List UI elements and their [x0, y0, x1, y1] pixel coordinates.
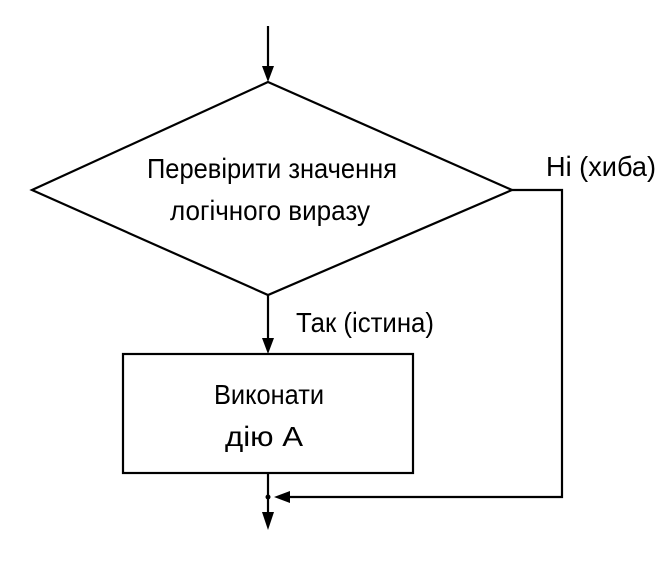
decision-text-line-2: логічного виразу — [170, 195, 370, 226]
action-box — [121, 352, 415, 475]
yes-branch-label: Так (істина) — [296, 307, 434, 338]
decision-diamond — [29, 80, 515, 297]
decision-text-line-1: Перевірити значення — [147, 153, 397, 184]
entry-arrow — [262, 26, 274, 82]
no-branch-path — [290, 188, 564, 499]
no-branch-label: Ні (хиба) — [546, 151, 656, 182]
action-text-line-1: Виконати — [214, 379, 324, 410]
no-branch-arrowhead — [274, 491, 290, 503]
action-text-line-2: дію А — [225, 421, 303, 452]
exit-arrow — [262, 473, 274, 530]
merge-point — [265, 494, 271, 500]
yes-branch-arrow — [262, 295, 274, 354]
